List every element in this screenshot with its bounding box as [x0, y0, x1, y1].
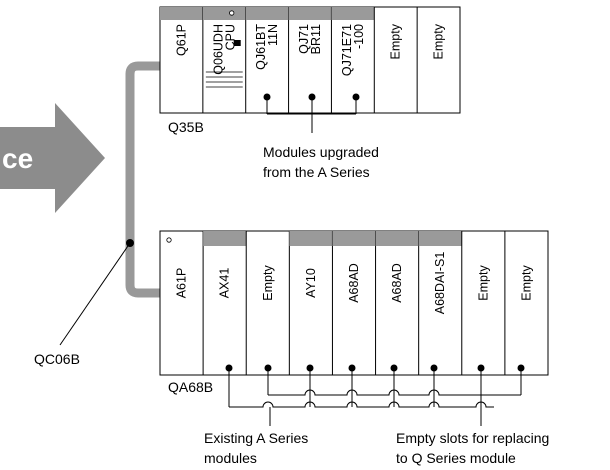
cable-pointer-line: [59, 242, 131, 346]
power-led: [166, 237, 172, 243]
a-module-label: Empty: [519, 265, 533, 301]
module-cap: [289, 231, 333, 246]
replace-arrow: ce: [0, 103, 105, 213]
a-note-right-line2: to Q Series module: [396, 450, 516, 466]
a-slot-a68ad-4: A68AD: [331, 231, 376, 375]
module-cap: [203, 231, 247, 246]
a-slot-empty-2: Empty: [245, 231, 275, 375]
extension-cable: [125, 61, 167, 298]
qa68b-label: QA68B: [168, 379, 213, 395]
a-module-label: A68AD: [347, 263, 361, 303]
module-cap: [332, 231, 376, 246]
q-slot-qj71e71-100: QJ71E71-100: [330, 7, 375, 113]
module-cap: [375, 231, 419, 246]
a-slot-empty-7: Empty: [461, 231, 490, 375]
q-module-label: Empty: [389, 23, 403, 59]
q-module-label: -100: [352, 24, 366, 49]
a-module-label: Empty: [261, 265, 275, 301]
q-module-label: 11N: [266, 24, 280, 46]
a-note-left-line2: modules: [204, 450, 257, 466]
a-module-label: A61P: [175, 268, 189, 299]
a-slot-ay10-3: AY10: [288, 231, 333, 375]
q-note-line1: Modules upgraded: [263, 144, 379, 160]
q-module-label: CPU: [223, 24, 237, 50]
q-note-line2: from the A Series: [263, 164, 370, 180]
a-note-right-line1: Empty slots for replacing: [396, 430, 549, 446]
a-module-label: AX41: [218, 268, 232, 299]
a-slot-a68dai-s1-6: A68DAI-S1: [418, 231, 462, 375]
cpu-led: [233, 40, 241, 46]
qa68b-frame: [159, 230, 549, 376]
a-note-left-line1: Existing A Series: [204, 430, 308, 446]
q35b-label: Q35B: [168, 119, 204, 135]
a-module-label: Empty: [476, 265, 490, 301]
a-slot-a61p-0: A61P: [166, 237, 189, 299]
module-cap: [202, 7, 246, 20]
a-module-label: AY10: [304, 268, 318, 298]
q-module-label: Empty: [432, 23, 446, 59]
module-cap: [418, 231, 462, 246]
q-bracket: [263, 93, 360, 133]
a-module-label: A68AD: [390, 263, 404, 303]
q-slot-empty: Empty: [416, 7, 446, 113]
q-module-label: Q61P: [174, 24, 188, 56]
a-wiring: [228, 368, 522, 426]
module-cap: [331, 7, 375, 20]
arrow-shape: [0, 103, 105, 213]
module-cap: [288, 7, 332, 20]
cable-label: QC06B: [34, 351, 80, 367]
q-module-label: QJ61BT: [254, 24, 268, 70]
q-module-label: Q06UDH: [211, 24, 225, 75]
q-slot-q61p: Q61P: [160, 7, 203, 56]
qa68b-base-unit: A61P AX41 Empty AY10 A68AD A68AD A68DAI-S1 Empt…: [159, 230, 549, 376]
arrow-text: ce: [2, 143, 33, 174]
a-slot-a68ad-5: A68AD: [375, 231, 419, 375]
q-module-label: QJ71: [297, 24, 311, 54]
a-connection-dots: [225, 364, 525, 372]
module-cap: [245, 7, 289, 20]
a-slot-empty-8: Empty: [504, 231, 533, 375]
q-module-label: BR11: [309, 24, 323, 54]
a-slot-ax41-1: AX41: [202, 231, 247, 375]
module-cap: [160, 7, 203, 20]
a-module-label: A68DAI-S1: [433, 252, 447, 315]
q-slot-empty: Empty: [373, 7, 403, 113]
q-module-label: QJ71E71: [340, 24, 354, 76]
